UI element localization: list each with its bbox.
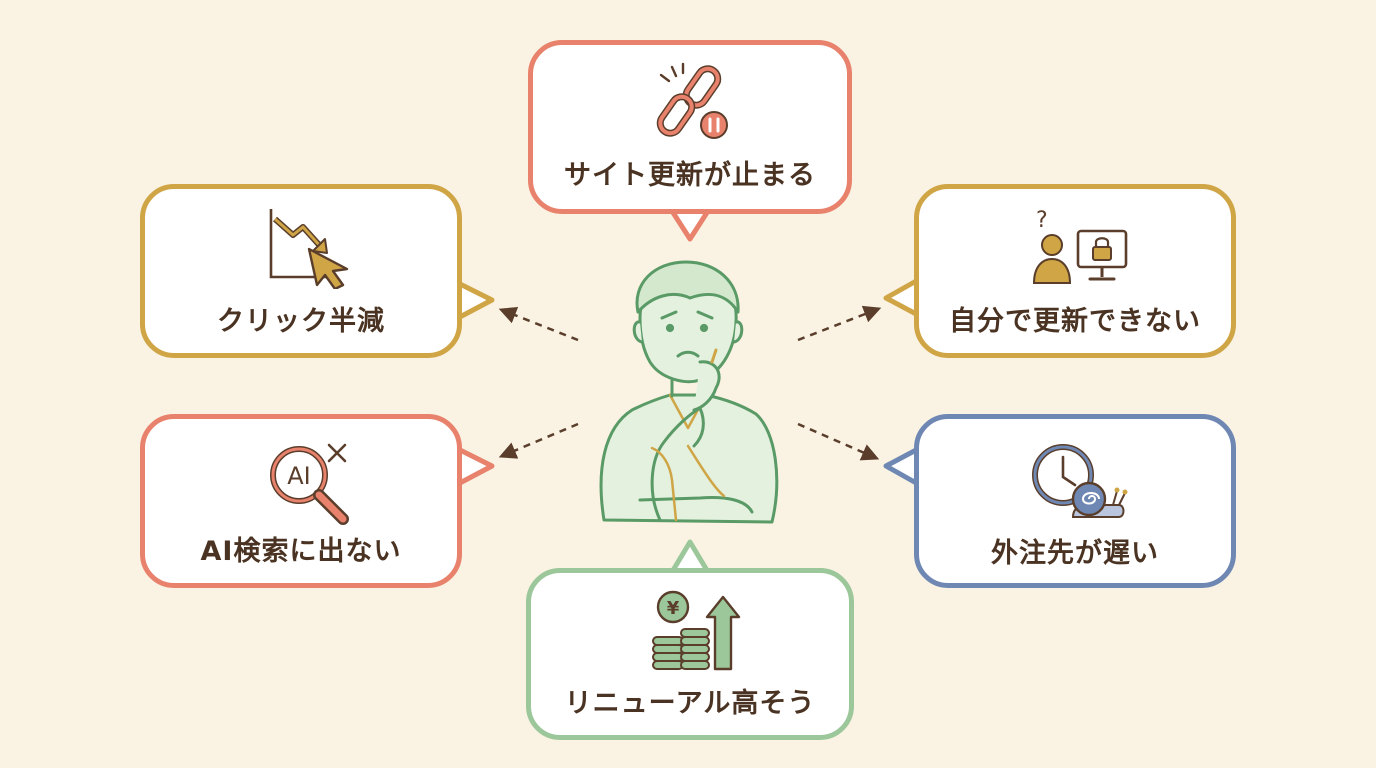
- bubble-label: リニューアル高そう: [564, 688, 816, 719]
- worried-person-icon: [599, 260, 779, 524]
- bubble-clicks-halved: クリック半減: [140, 184, 462, 358]
- arrow-left-bottom: [498, 422, 579, 459]
- bubble-label: 自分で更新できない: [949, 306, 1201, 337]
- bubble-site-update-stops: サイト更新が止まる: [528, 40, 852, 214]
- arrows: [498, 305, 882, 461]
- arrow-right-top: [797, 305, 882, 342]
- question-mark: ?: [1036, 208, 1048, 233]
- arrow-left-top: [498, 307, 579, 342]
- tail-left-bottom: [455, 446, 495, 487]
- rising-cost-icon: ¥: [652, 590, 741, 671]
- bubble-cannot-update-self: ? 自分で更新できない: [914, 184, 1236, 358]
- locked-computer-icon: ?: [1032, 208, 1128, 284]
- bubble-not-in-ai-search: AI AI検索に出ない: [140, 414, 462, 588]
- ai-search-no-icon: AI: [270, 443, 349, 525]
- bubble-label: AI検索に出ない: [200, 536, 402, 567]
- bubble-label: クリック半減: [217, 306, 385, 337]
- yen-symbol-text: ¥: [667, 598, 680, 619]
- broken-chain-icon: [656, 62, 728, 139]
- bubble-label: 外注先が遅い: [991, 538, 1159, 569]
- bubble-contractor-slow: 外注先が遅い: [914, 414, 1236, 588]
- bubble-label: サイト更新が止まる: [564, 160, 816, 191]
- ai-badge-text: AI: [287, 462, 311, 490]
- tail-left-top: [455, 280, 495, 321]
- bubble-renewal-expensive: ¥ リニューアル高そう: [526, 568, 854, 740]
- declining-clicks-icon: [269, 209, 349, 289]
- tail-top: [669, 208, 711, 242]
- arrow-right-bottom: [797, 422, 880, 461]
- clock-snail-icon: [1032, 444, 1128, 518]
